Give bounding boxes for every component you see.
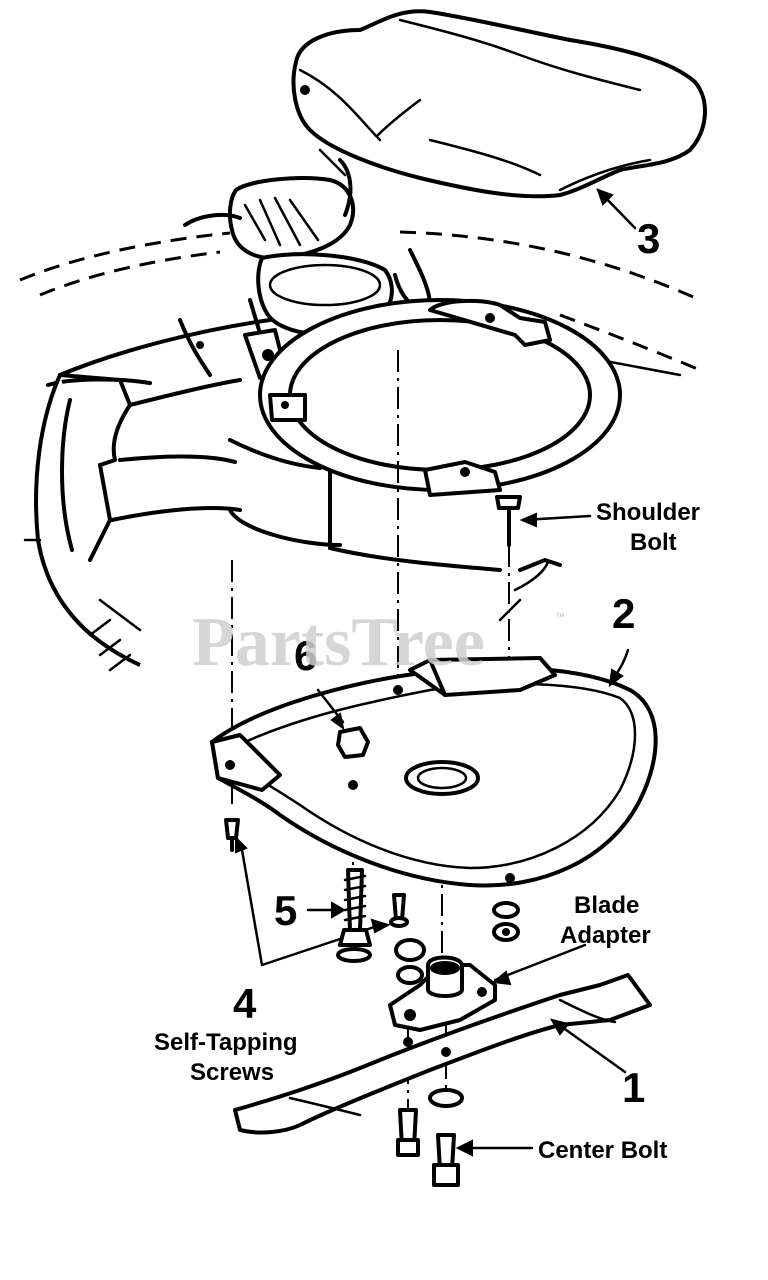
callout-3: 3: [637, 215, 660, 262]
label-shoulder: Shoulder: [596, 499, 700, 526]
label-adapter: Adapter: [560, 922, 651, 949]
watermark: PartsTree: [192, 604, 485, 681]
callout-6: 6: [294, 632, 317, 679]
leader-2: [608, 648, 630, 688]
shoulder-bolt: [495, 495, 592, 547]
callout-4: 4: [233, 980, 257, 1027]
blade-adapter-part: [388, 938, 587, 1032]
callout-2: 2: [612, 590, 635, 637]
nut-part-6: [316, 688, 370, 759]
label-screws: Screws: [190, 1059, 274, 1086]
label-blade: Blade: [574, 892, 639, 919]
blade-housing-ring: [258, 298, 622, 497]
deck-cover-part: [291, 9, 708, 199]
label-self-tapping: Self-Tapping: [154, 1029, 298, 1056]
watermark-trademark: ™: [555, 612, 565, 623]
mower-deck-housing: [19, 230, 701, 672]
callout-5: 5: [274, 887, 297, 934]
blade-part: [233, 973, 652, 1135]
washers-right: [492, 901, 520, 942]
leader-3: [596, 188, 637, 230]
callout-1: 1: [622, 1064, 645, 1111]
label-center-bolt: Center Bolt: [538, 1137, 667, 1164]
baffle-part: [210, 560, 658, 888]
label-bolt: Bolt: [630, 529, 677, 556]
center-bolt-part: [396, 1088, 534, 1187]
bolt-part-5: [306, 868, 409, 963]
